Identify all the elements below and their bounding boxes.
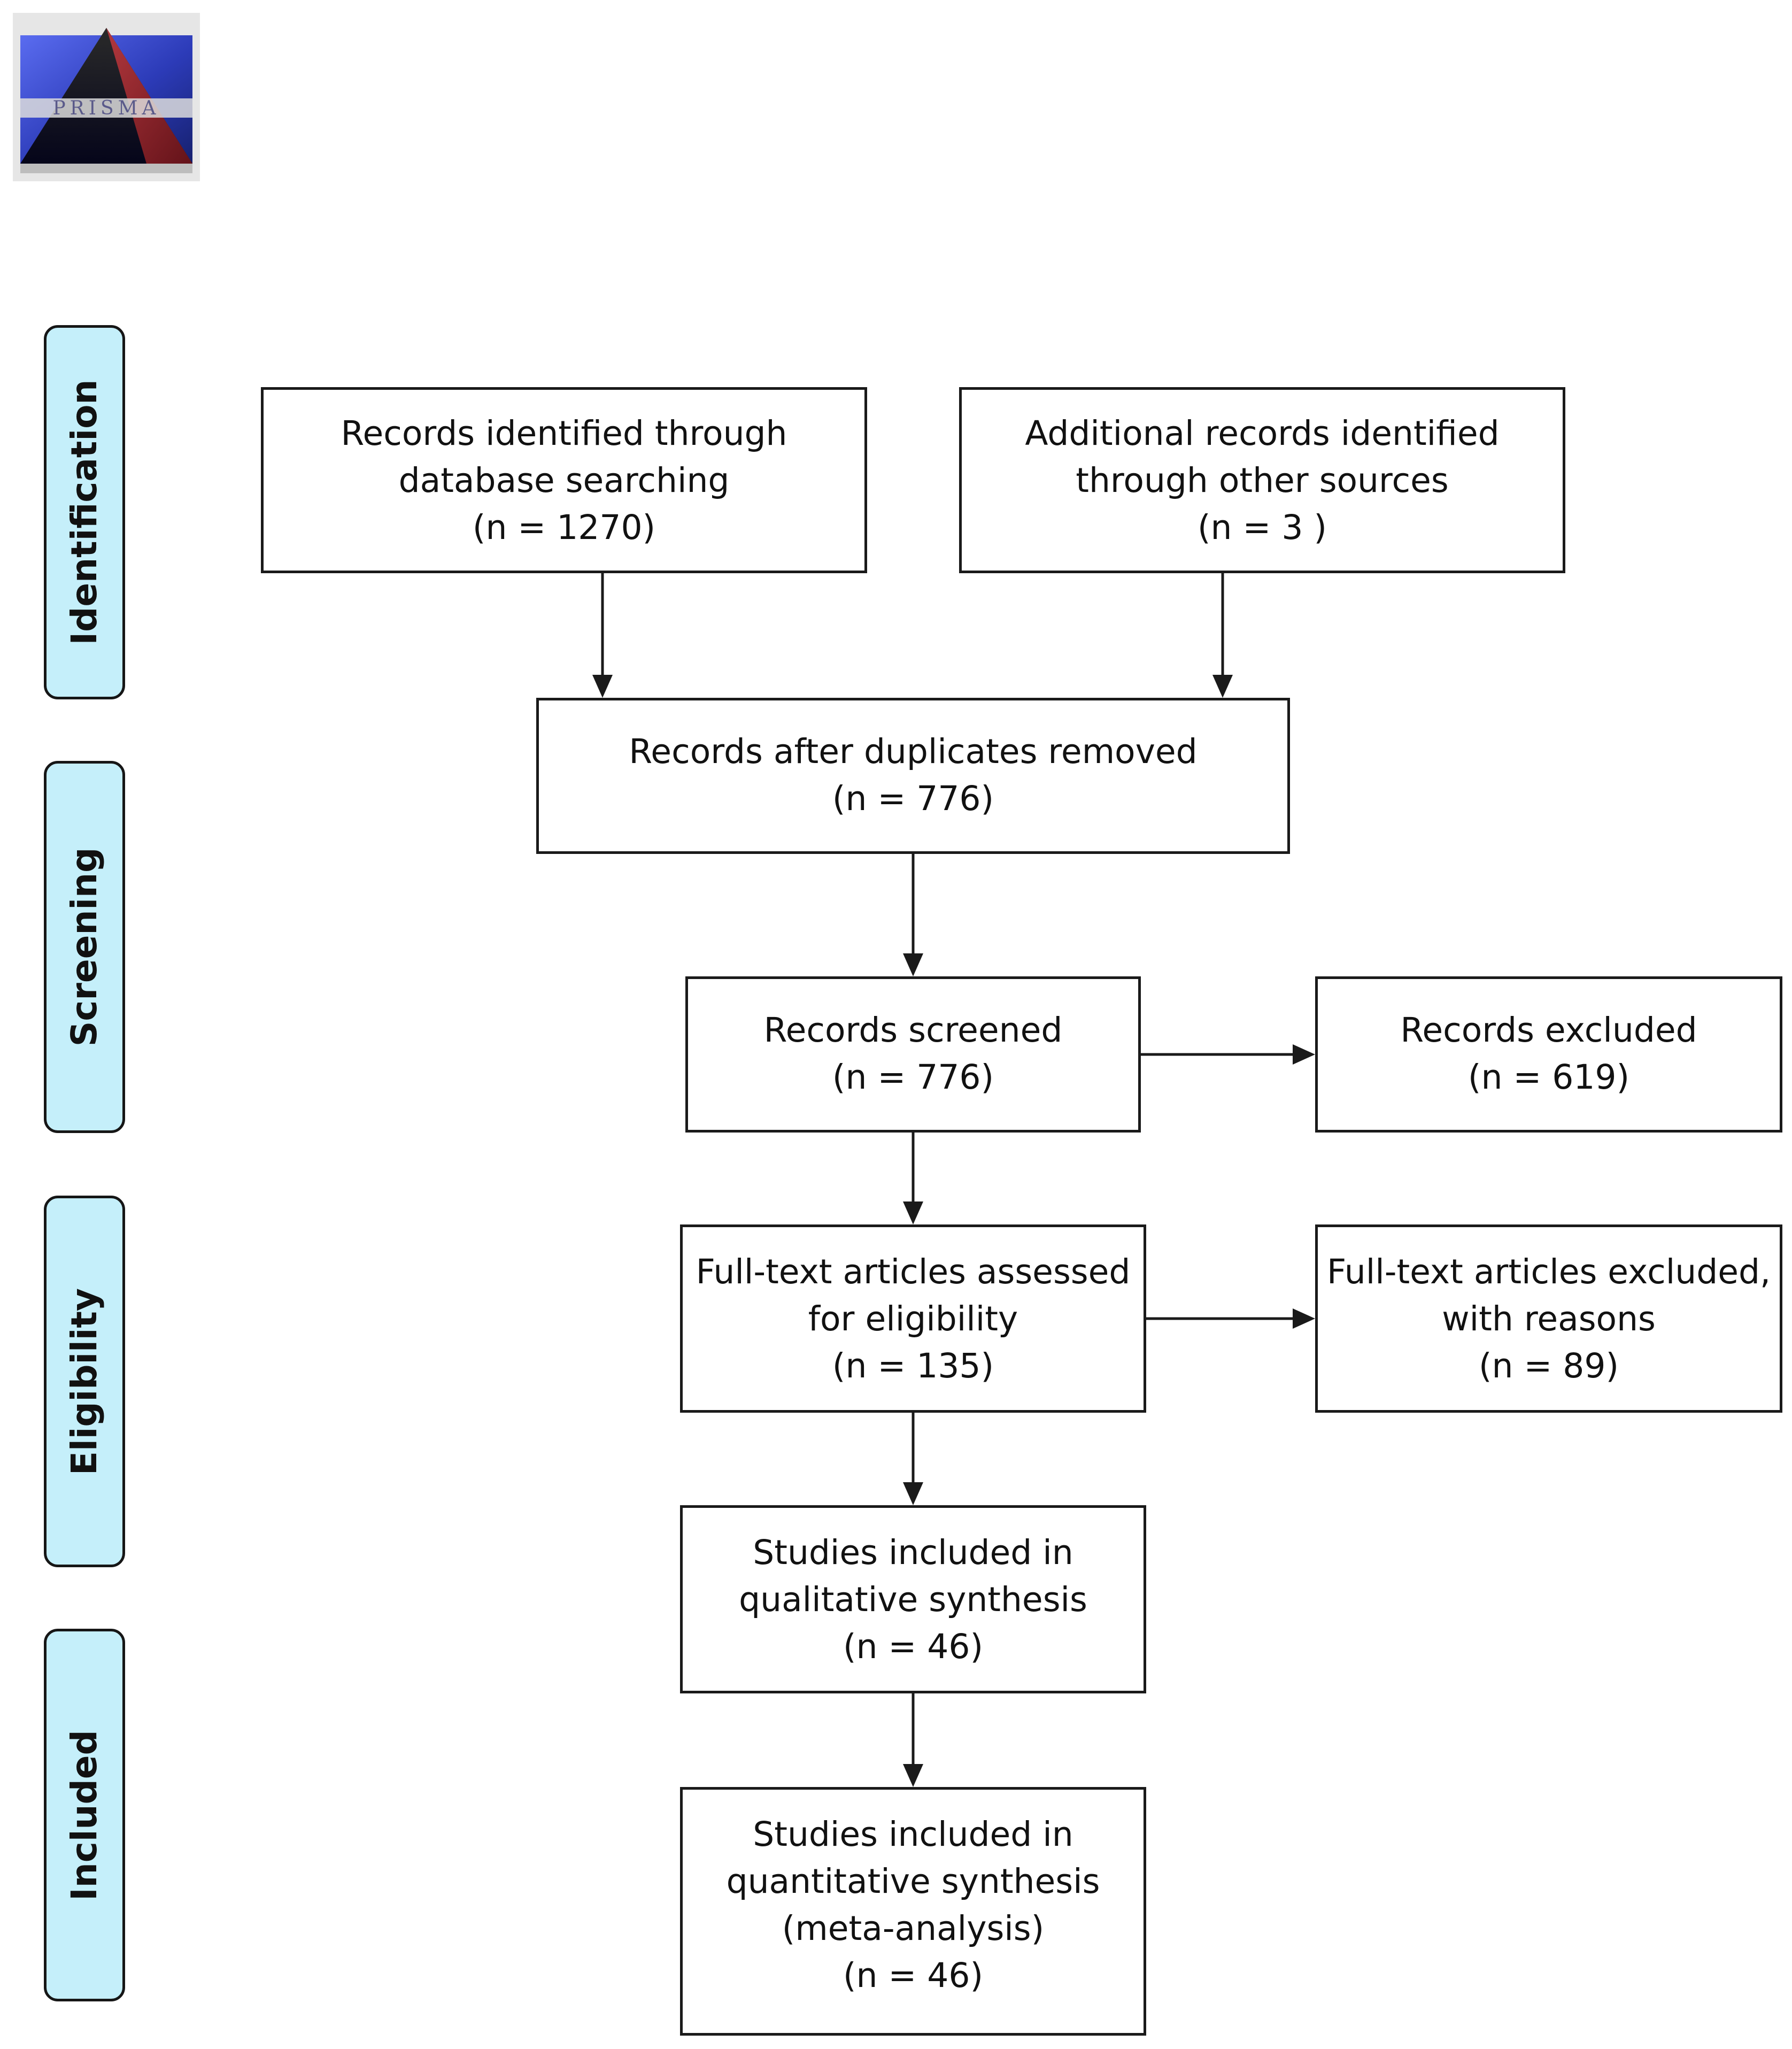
box-line: Records identified through (341, 414, 787, 453)
box-count: (n = 89) (1478, 1346, 1619, 1385)
phase-included-label: Included (64, 1729, 105, 1901)
box-line: with reasons (1442, 1299, 1656, 1338)
box-duplicates-removed: Records after duplicates removed (n = 77… (536, 698, 1290, 854)
box-line: for eligibility (808, 1299, 1018, 1338)
box-count: (n = 46) (843, 1627, 984, 1666)
phase-eligibility: Eligibility (44, 1196, 125, 1567)
box-records-screened: Records screened (n = 776) (685, 976, 1141, 1133)
box-fulltext-excluded: Full-text articles excluded, with reason… (1315, 1224, 1782, 1413)
arrow-fulltext-to-excluded-head (1293, 1308, 1315, 1329)
box-quantitative-synthesis: Studies included in quantitative synthes… (680, 1787, 1146, 2036)
box-line: Additional records identified (1025, 414, 1500, 453)
arrow-fulltext-to-qual-head (903, 1482, 923, 1505)
phase-identification: Identification (44, 325, 125, 699)
arrow-dup-to-screened-head (903, 953, 923, 976)
box-count: (n = 1270) (472, 508, 656, 547)
box-count: (n = 135) (832, 1346, 994, 1385)
phase-included: Included (44, 1629, 125, 2001)
box-count: (n = 776) (832, 1058, 994, 1097)
phase-screening-label: Screening (64, 847, 105, 1047)
arrow-other-to-dup-head (1212, 675, 1233, 698)
box-line: through other sources (1076, 461, 1449, 500)
box-count: (n = 776) (832, 779, 994, 818)
phase-identification-label: Identification (64, 379, 105, 645)
box-line: Studies included in (753, 1815, 1073, 1854)
prisma-logo: PRISMA (13, 13, 200, 181)
prisma-pyramid-icon: PRISMA (13, 13, 200, 181)
box-line: database searching (398, 461, 730, 500)
box-count: (n = 3 ) (1197, 508, 1327, 547)
arrow-db-to-dup-head (592, 675, 613, 698)
arrow-screened-to-fulltext-head (903, 1201, 923, 1224)
box-fulltext-assessed: Full-text articles assessed for eligibil… (680, 1224, 1146, 1413)
box-qualitative-synthesis: Studies included in qualitative synthesi… (680, 1505, 1146, 1693)
prisma-logo-text: PRISMA (52, 97, 160, 119)
box-count: (n = 46) (843, 1956, 984, 1995)
box-records-database-search: Records identified through database sear… (261, 387, 867, 573)
box-line: qualitative synthesis (739, 1580, 1087, 1619)
box-line: (meta-analysis) (782, 1909, 1045, 1948)
box-line: Records after duplicates removed (629, 732, 1198, 771)
phase-screening: Screening (44, 761, 125, 1133)
box-line: Records screened (763, 1011, 1063, 1050)
box-line: quantitative synthesis (726, 1862, 1100, 1901)
box-records-excluded: Records excluded (n = 619) (1315, 976, 1782, 1133)
box-line: Full-text articles excluded, (1327, 1252, 1771, 1291)
arrow-screened-to-excluded-head (1293, 1044, 1315, 1065)
arrow-qual-to-quant-head (903, 1764, 923, 1787)
box-line: Studies included in (753, 1533, 1073, 1572)
box-count: (n = 619) (1467, 1058, 1630, 1097)
box-records-other-sources: Additional records identified through ot… (959, 387, 1565, 573)
box-line: Records excluded (1400, 1011, 1697, 1050)
phase-eligibility-label: Eligibility (64, 1288, 105, 1475)
box-line: Full-text articles assessed (696, 1252, 1131, 1291)
